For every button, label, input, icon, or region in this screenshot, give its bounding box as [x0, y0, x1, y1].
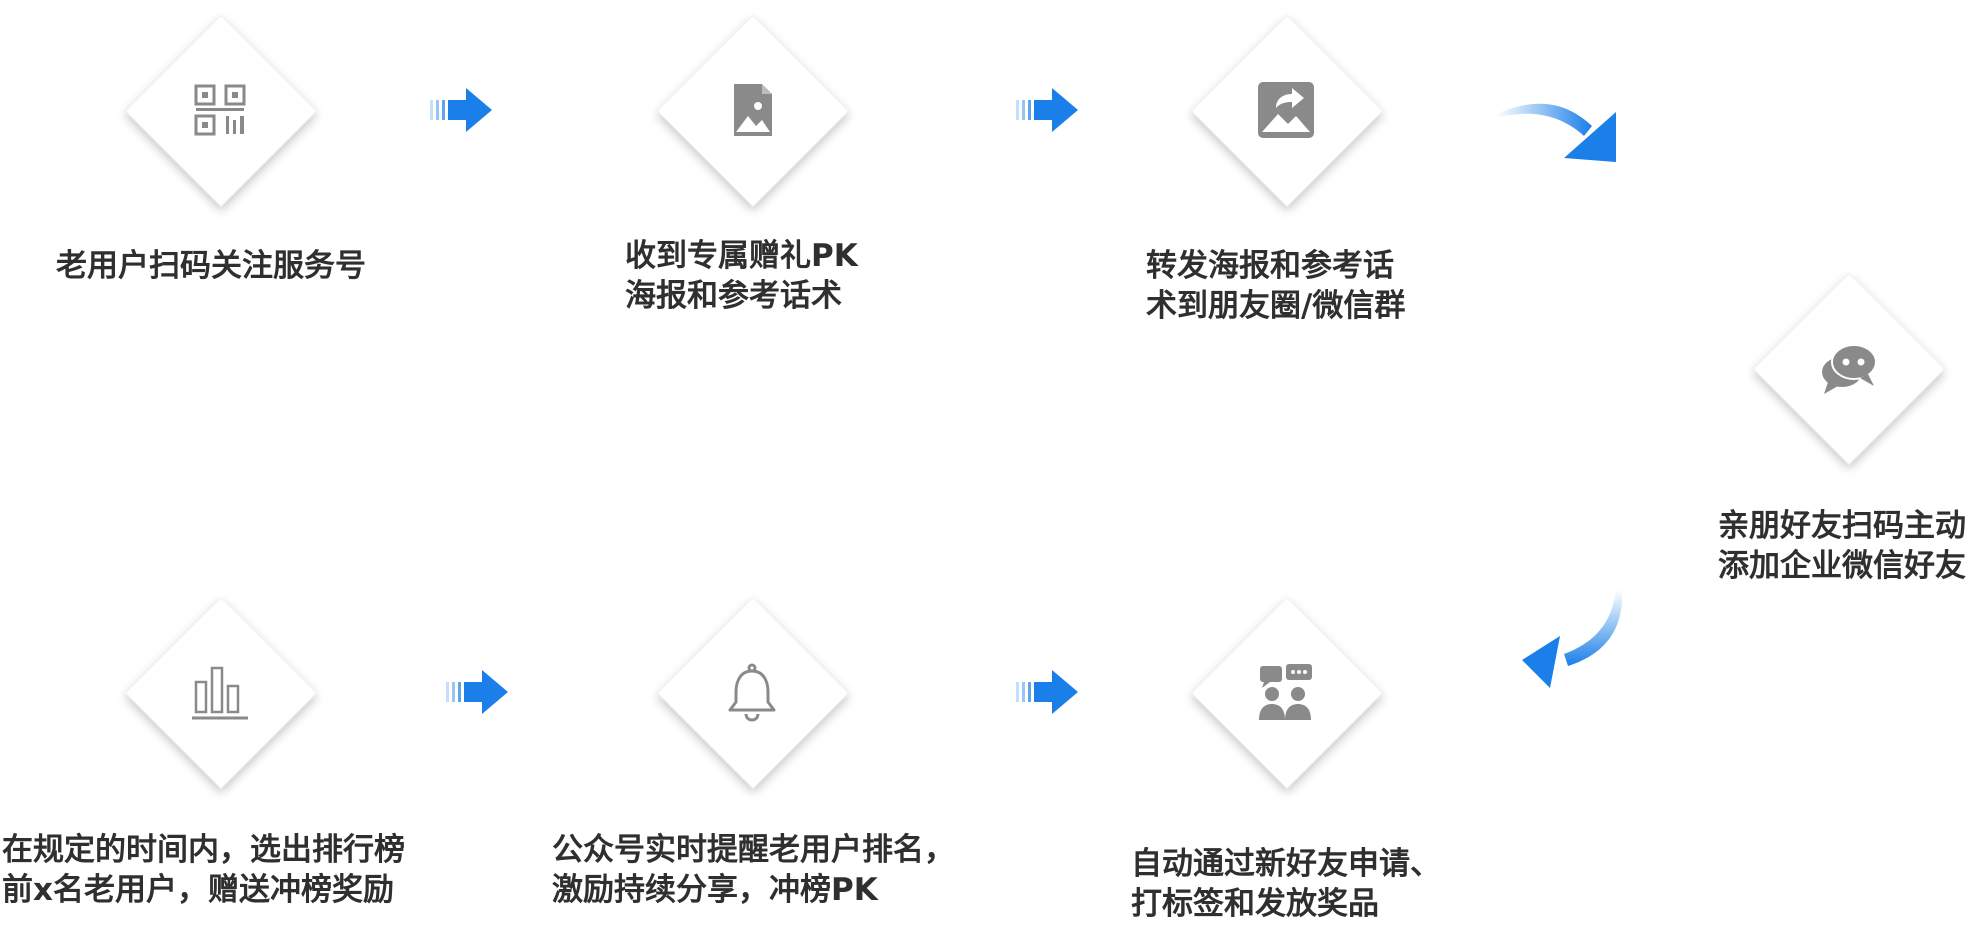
step-4-label: 亲朋好友扫码主动 添加企业微信好友 — [1718, 506, 1966, 586]
right-arrow-icon-2 — [1016, 88, 1078, 132]
step-7-label-line-1: 在规定的时间内，选出排行榜 — [2, 832, 405, 868]
right-arrow-icon-1 — [430, 88, 492, 132]
bell-icon — [728, 663, 776, 722]
step-5-node — [1186, 592, 1386, 792]
step-7-node — [120, 592, 320, 792]
curved-arrow-down-icon — [1496, 103, 1616, 162]
step-3-label-line-2: 术到朋友圈/微信群 — [1146, 288, 1406, 324]
step-3-label-line-1: 转发海报和参考话 — [1146, 248, 1394, 284]
curved-arrow-left-icon — [1522, 590, 1623, 688]
right-arrow-icon-4 — [446, 670, 508, 714]
share-image-icon — [1258, 82, 1314, 138]
step-6-label: 公众号实时提醒老用户排名， 激励持续分享，冲榜PK — [552, 830, 955, 910]
step-4-label-line-2: 添加企业微信好友 — [1718, 548, 1966, 584]
step-2-label-line-1: 收到专属赠礼PK — [625, 238, 858, 274]
step-6-label-line-2: 激励持续分享，冲榜PK — [552, 872, 878, 908]
step-7-label: 在规定的时间内，选出排行榜 前x名老用户，赠送冲榜奖励 — [2, 830, 405, 910]
step-5-label-line-1: 自动通过新好友申请、 — [1131, 846, 1441, 882]
bar-chart-icon — [192, 666, 248, 720]
step-2-label-line-2: 海报和参考话术 — [625, 278, 842, 314]
group-chat-icon — [1259, 664, 1312, 720]
qr-code-icon — [194, 84, 246, 136]
step-4-node — [1748, 268, 1948, 468]
chat-bubbles-icon — [1822, 344, 1877, 394]
step-3-node — [1186, 10, 1386, 210]
step-1-label-line-1: 老用户扫码关注服务号 — [56, 248, 366, 284]
poster-icon — [734, 84, 772, 136]
step-3-label: 转发海报和参考话 术到朋友圈/微信群 — [1146, 246, 1405, 326]
right-arrow-icon-3 — [1016, 670, 1078, 714]
step-2-label: 收到专属赠礼PK 海报和参考话术 — [625, 236, 858, 316]
step-7-label-line-2: 前x名老用户，赠送冲榜奖励 — [2, 872, 394, 908]
step-1-node — [120, 10, 320, 210]
step-4-label-line-1: 亲朋好友扫码主动 — [1718, 508, 1966, 544]
step-1-label: 老用户扫码关注服务号 — [56, 246, 366, 286]
step-6-label-line-1: 公众号实时提醒老用户排名， — [552, 832, 955, 868]
step-6-node — [652, 592, 852, 792]
step-5-label: 自动通过新好友申请、 打标签和发放奖品 — [1131, 844, 1441, 924]
step-2-node — [652, 10, 852, 210]
step-5-label-line-2: 打标签和发放奖品 — [1131, 886, 1379, 922]
